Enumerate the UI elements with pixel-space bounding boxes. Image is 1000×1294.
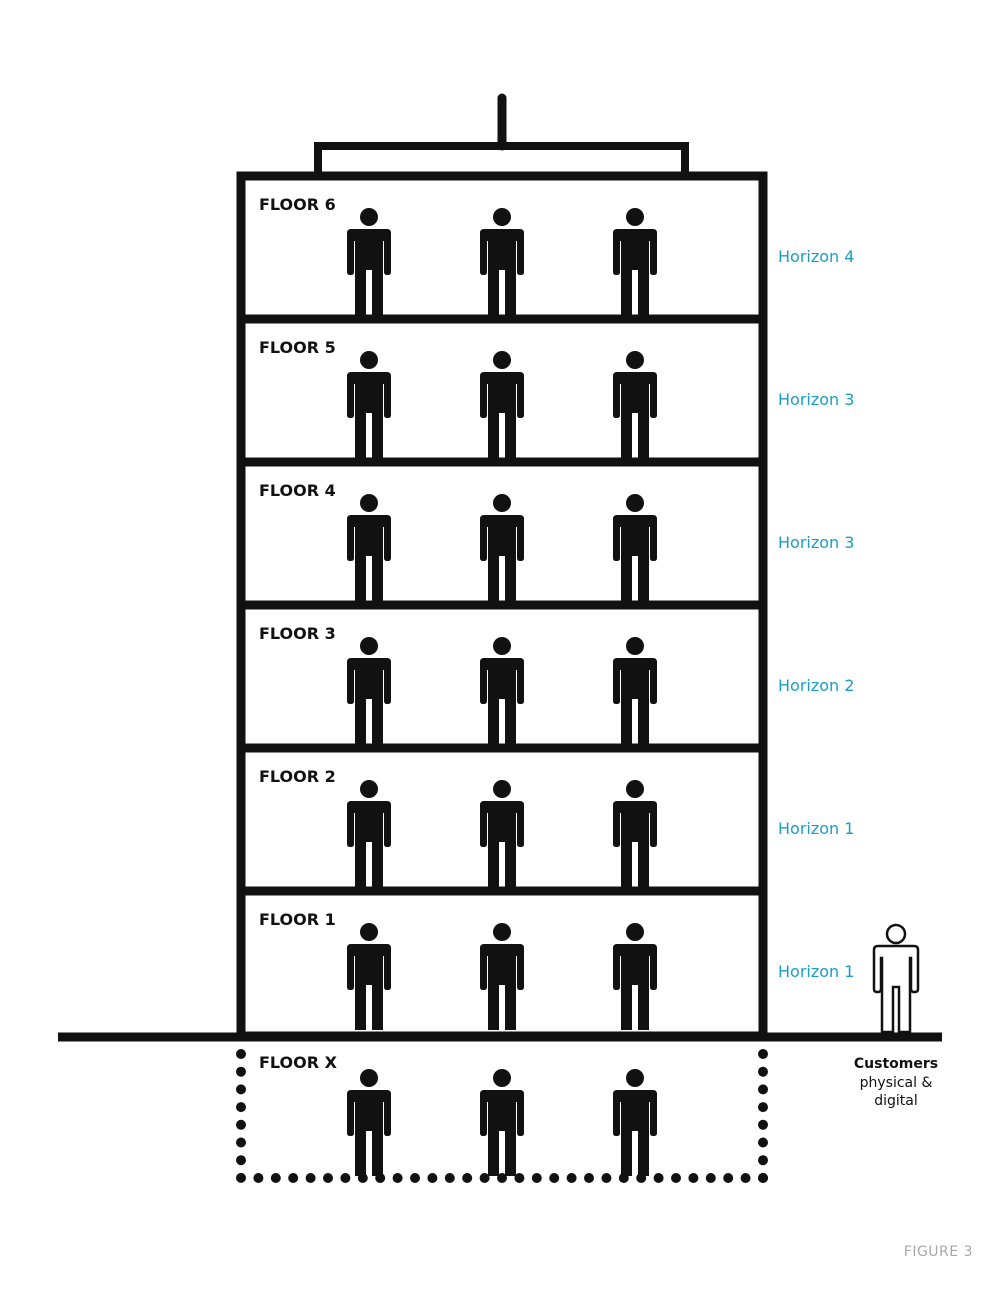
basement-dot xyxy=(427,1173,438,1183)
floor-6: FLOOR 1 Horizon 1 xyxy=(259,910,854,1030)
employee-person-icon xyxy=(480,637,524,744)
customers-line2: digital xyxy=(874,1093,918,1109)
basement-dot xyxy=(758,1137,768,1148)
customers-title: Customers xyxy=(854,1056,938,1072)
employee-person-icon xyxy=(480,923,524,1030)
basement-label: FLOOR X xyxy=(259,1053,338,1072)
basement-person-icon xyxy=(613,1069,657,1176)
employee-person-icon xyxy=(347,923,391,1030)
basement-dot xyxy=(305,1173,316,1183)
horizon-label: Horizon 3 xyxy=(778,390,854,409)
basement-dot xyxy=(758,1119,768,1130)
basement-dot xyxy=(688,1173,699,1183)
basement-dot xyxy=(671,1173,681,1183)
floor-1: FLOOR 6 Horizon 4 xyxy=(241,195,854,324)
basement-dot xyxy=(270,1173,281,1183)
employee-person-icon xyxy=(480,208,524,315)
basement-dot xyxy=(758,1066,768,1077)
floors: FLOOR 6 Horizon 4 FLOOR 5 Horizon 3 FLOOR 4 H… xyxy=(241,195,854,1030)
customers-line1: physical & xyxy=(860,1075,933,1091)
horizon-label: Horizon 2 xyxy=(778,676,854,695)
basement-dot xyxy=(236,1049,246,1059)
employee-person-icon xyxy=(613,494,657,601)
customers: Customers physical & digital xyxy=(854,923,938,1109)
basement-dot xyxy=(758,1102,768,1113)
horizon-label: Horizon 3 xyxy=(778,533,854,552)
basement-person-icon xyxy=(480,1069,524,1176)
basement-dot xyxy=(653,1173,664,1183)
basement-dot xyxy=(549,1173,560,1183)
figure-label: FIGURE 3 xyxy=(904,1244,973,1260)
basement-dot xyxy=(236,1172,246,1183)
basement-dot xyxy=(462,1173,473,1183)
employee-person-icon xyxy=(347,351,391,458)
basement-dot xyxy=(253,1173,264,1183)
basement-dot xyxy=(514,1173,525,1183)
floor-label: FLOOR 3 xyxy=(259,624,336,643)
horizon-label: Horizon 4 xyxy=(778,247,854,266)
basement-dot xyxy=(566,1173,577,1183)
basement-dot xyxy=(236,1084,246,1095)
employee-person-icon xyxy=(347,208,391,315)
floor-label: FLOOR 6 xyxy=(259,195,336,214)
basement-dot xyxy=(740,1173,751,1183)
basement: FLOOR X xyxy=(236,1049,768,1183)
basement-dot xyxy=(323,1173,333,1183)
horizon-label: Horizon 1 xyxy=(778,962,854,981)
basement-dot xyxy=(758,1173,768,1183)
employee-person-icon xyxy=(480,494,524,601)
basement-dot xyxy=(236,1066,246,1077)
employee-person-icon xyxy=(613,923,657,1030)
customer-person-outline-icon xyxy=(872,923,920,1034)
basement-dot xyxy=(444,1173,455,1183)
basement-dot xyxy=(758,1084,768,1095)
employee-person-icon xyxy=(347,780,391,887)
employee-person-icon xyxy=(480,351,524,458)
floor-label: FLOOR 2 xyxy=(259,767,336,786)
roof xyxy=(314,93,689,180)
horizon-label: Horizon 1 xyxy=(778,819,854,838)
floor-3: FLOOR 4 Horizon 3 xyxy=(241,481,854,610)
basement-dot xyxy=(479,1173,490,1183)
employee-person-icon xyxy=(347,637,391,744)
basement-dot xyxy=(531,1173,542,1183)
floor-4: FLOOR 3 Horizon 2 xyxy=(241,624,854,753)
employee-person-icon xyxy=(613,637,657,744)
floor-5: FLOOR 2 Horizon 1 xyxy=(241,767,854,896)
employee-person-icon xyxy=(613,351,657,458)
basement-dot xyxy=(340,1173,351,1183)
basement-dot xyxy=(758,1049,768,1059)
basement-dot xyxy=(705,1173,716,1183)
basement-person-icon xyxy=(347,1069,391,1176)
basement-dot xyxy=(584,1173,594,1183)
floor-label: FLOOR 1 xyxy=(259,910,336,929)
employee-person-icon xyxy=(480,780,524,887)
floor-label: FLOOR 4 xyxy=(259,481,336,500)
basement-dot xyxy=(601,1173,612,1183)
employee-person-icon xyxy=(347,494,391,601)
floor-2: FLOOR 5 Horizon 3 xyxy=(241,338,854,467)
floor-label: FLOOR 5 xyxy=(259,338,336,357)
basement-dot xyxy=(236,1137,246,1148)
basement-dot xyxy=(723,1173,734,1183)
basement-dot xyxy=(288,1173,299,1183)
basement-dot xyxy=(392,1173,403,1183)
basement-dot xyxy=(410,1173,420,1183)
basement-dot xyxy=(236,1155,246,1166)
basement-dot xyxy=(236,1119,246,1130)
basement-dot xyxy=(497,1173,507,1183)
basement-dot xyxy=(758,1155,768,1166)
employee-person-icon xyxy=(613,780,657,887)
basement-dot xyxy=(236,1102,246,1113)
employee-person-icon xyxy=(613,208,657,315)
